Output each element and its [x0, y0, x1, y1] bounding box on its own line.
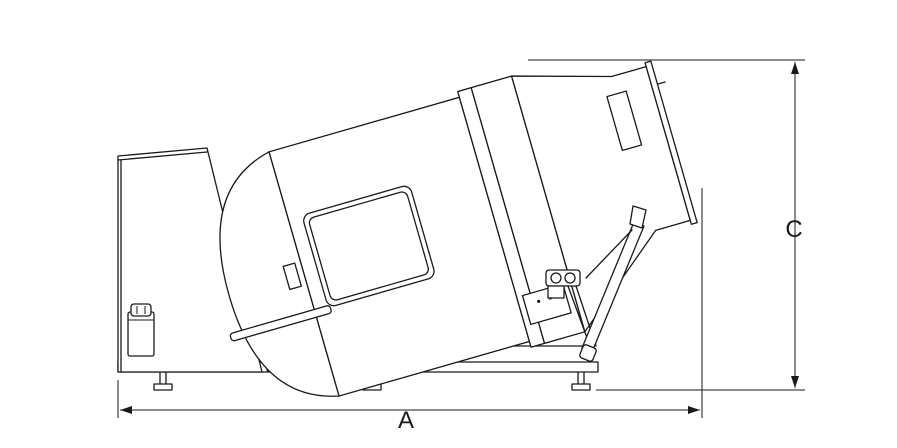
drum-access-door	[303, 185, 435, 307]
tilt-cylinder-mount	[606, 90, 643, 152]
dimension-width: A	[117, 188, 703, 434]
foot-left	[153, 371, 173, 391]
arrow-left-icon	[120, 406, 132, 414]
dimension-label-c: C	[785, 216, 802, 243]
dimension-height: C	[528, 59, 805, 391]
tilt-cylinder	[579, 205, 647, 362]
arrow-right-icon	[688, 406, 700, 414]
cylinder-head	[629, 205, 647, 229]
arrow-down-icon	[791, 376, 799, 388]
discharge-lip	[644, 60, 698, 225]
drum-hinge-block	[282, 262, 302, 291]
control-cabinet	[117, 147, 263, 373]
drive-shaft	[229, 305, 332, 342]
arrow-up-icon	[791, 62, 799, 74]
cylinder-end	[579, 344, 597, 362]
foot-right	[571, 371, 591, 391]
power-switch-icon	[127, 303, 155, 357]
dimension-label-a: A	[398, 407, 414, 434]
